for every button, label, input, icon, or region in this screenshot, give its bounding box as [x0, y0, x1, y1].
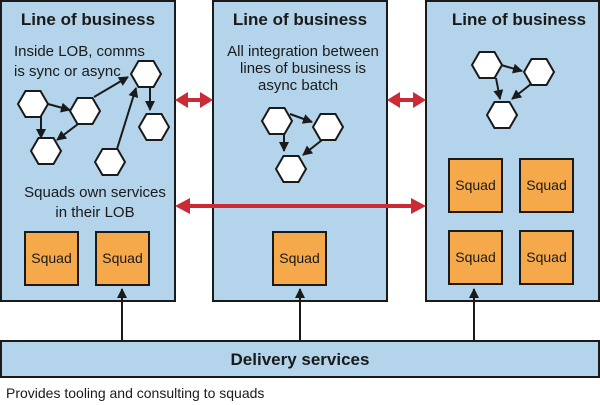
squad-box: Squad — [24, 231, 79, 286]
squad-label: Squad — [279, 250, 319, 266]
hexagon-icon — [311, 113, 345, 141]
hexagon-icon — [260, 107, 294, 135]
edge-arrow — [289, 113, 313, 124]
integration-arrow-top-left — [175, 92, 213, 108]
hexagon-icon — [129, 60, 163, 88]
squad-label: Squad — [31, 250, 71, 266]
edge-arrow — [302, 139, 323, 156]
hexagon-icon — [137, 113, 171, 141]
hexagon-icon — [470, 51, 504, 79]
squad-label: Squad — [455, 177, 495, 193]
lob-1-title: Line of business — [21, 10, 155, 29]
edge-arrow — [493, 77, 504, 100]
lob-1-note-line-2: is sync or async — [14, 63, 121, 80]
lob-2-note-line-1: All integration between — [227, 43, 379, 60]
edge-arrow — [47, 102, 71, 113]
squad-rect — [448, 230, 503, 285]
squad-box: Squad — [272, 231, 327, 286]
squad-label: Squad — [526, 249, 566, 265]
squad-rect — [272, 231, 327, 286]
edge-arrow — [116, 87, 139, 150]
squad-rect — [448, 158, 503, 213]
squad-label: Squad — [102, 250, 142, 266]
double-headed-arrow-icon — [175, 198, 190, 214]
squad-rect — [519, 158, 574, 213]
hexagon-icon — [274, 155, 308, 183]
squad-rect — [519, 230, 574, 285]
edge-arrow — [511, 83, 532, 100]
squad-rect — [95, 231, 150, 286]
hexagon-icon — [93, 148, 127, 176]
squad-box: Squad — [519, 158, 574, 213]
hexagon-icon — [16, 90, 50, 118]
lob-2-title: Line of business — [233, 10, 367, 29]
edge-arrow — [93, 76, 129, 98]
double-headed-arrow-icon — [387, 92, 400, 108]
hexagon-icon — [522, 58, 556, 86]
squad-box: Squad — [519, 230, 574, 285]
lob-1-squads-note-line-2: in their LOB — [55, 204, 134, 221]
squad-rect — [24, 231, 79, 286]
delivery-services-title: Delivery services — [231, 350, 370, 369]
squad-box: Squad — [448, 158, 503, 213]
integration-arrow-top-right — [387, 92, 426, 108]
lob-1-note-line-1: Inside LOB, comms — [14, 43, 145, 60]
lob-1-squads-note-line-1: Squads own services — [24, 184, 166, 201]
edge-arrow — [500, 63, 523, 74]
lob-2-note-line-3: async batch — [258, 77, 338, 94]
squad-label: Squad — [526, 177, 566, 193]
squad-box: Squad — [95, 231, 150, 286]
delivery-services-caption: Provides tooling and consulting to squad… — [6, 385, 264, 401]
delivery-services-box — [0, 340, 600, 378]
squad-box: Squad — [448, 230, 503, 285]
edge-arrow — [56, 123, 79, 141]
integration-arrow-long — [175, 198, 426, 214]
hexagon-icon — [485, 101, 519, 129]
lob-2-note-line-2: lines of business is — [240, 60, 366, 77]
hexagon-icon — [68, 97, 102, 125]
hexagon-icon — [29, 137, 63, 165]
double-headed-arrow-icon — [175, 92, 188, 108]
service-nodes — [16, 51, 556, 183]
lob-3-title: Line of business — [452, 10, 586, 29]
squad-label: Squad — [455, 249, 495, 265]
